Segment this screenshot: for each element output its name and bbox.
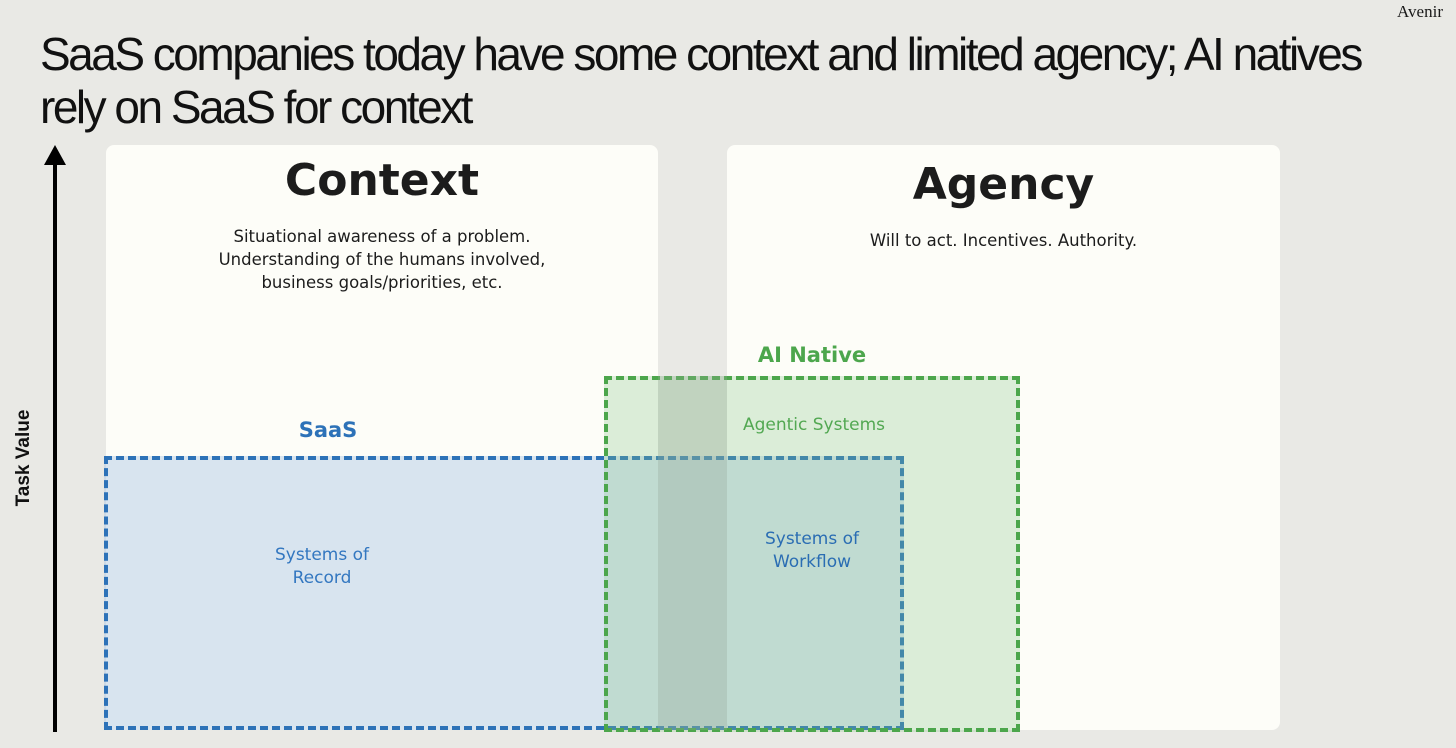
slide-title: SaaS companies today have some context a… xyxy=(40,28,1363,133)
agentic-systems-label: Agentic Systems xyxy=(742,415,886,435)
agency-description: Will to act. Incentives. Authority. xyxy=(869,231,1138,250)
agency-title: Agency xyxy=(912,159,1095,210)
ai-native-region xyxy=(604,376,1020,732)
saas-region xyxy=(104,456,904,730)
context-title: Context xyxy=(284,155,480,206)
brand-logo: Avenir xyxy=(1397,2,1443,21)
systems-of-record-label: Systems of Record xyxy=(274,545,370,588)
y-axis-line xyxy=(53,162,57,732)
y-axis-label: Task Value xyxy=(13,409,34,507)
y-axis-arrow-icon xyxy=(44,145,66,165)
panel-gap-overlap xyxy=(658,376,727,730)
saas-label: SaaS xyxy=(298,418,358,442)
agency-panel: Agency Will to act. Incentives. Authorit… xyxy=(727,145,1280,730)
context-description: Situational awareness of a problem. Unde… xyxy=(218,227,546,292)
context-panel: Context Situational awareness of a probl… xyxy=(106,145,658,730)
systems-of-workflow-label: Systems of Workflow xyxy=(764,529,860,572)
ai-native-label: AI Native xyxy=(757,343,867,367)
